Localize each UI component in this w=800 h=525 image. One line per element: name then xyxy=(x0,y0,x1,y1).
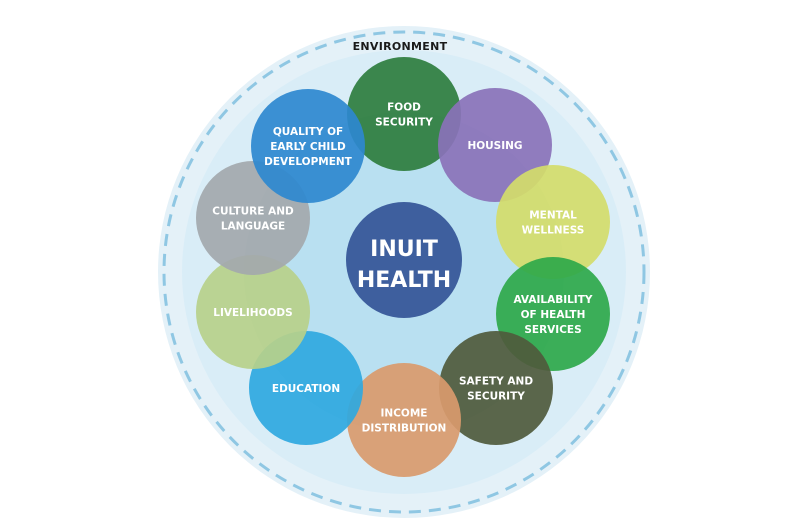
determinant-label-line: DISTRIBUTION xyxy=(362,423,447,435)
determinant-safety-and-security: SAFETY AND SECURITY xyxy=(439,331,553,445)
determinant-label-line: EDUCATION xyxy=(272,383,340,395)
determinant-label-line: INCOME xyxy=(381,408,428,420)
determinant-livelihoods: LIVELIHOODS xyxy=(196,255,310,369)
center-label-line-2: HEALTH xyxy=(357,268,451,293)
determinant-label-line: EARLY CHILD xyxy=(270,141,346,153)
determinant-circle xyxy=(347,363,461,477)
determinant-income-distribution: INCOME DISTRIBUTION xyxy=(347,363,461,477)
determinant-circles: FOOD SECURITY HOUSING MENTAL WELLNESS AVAILAB… xyxy=(196,57,610,477)
environment-dashed-border xyxy=(162,30,646,514)
determinant-mental-wellness: MENTAL WELLNESS xyxy=(496,165,610,279)
determinant-circle xyxy=(347,57,461,171)
determinant-label-line: MENTAL xyxy=(529,210,577,222)
center-circle xyxy=(346,202,462,318)
center-label-line-1: INUIT xyxy=(370,237,438,262)
determinant-label-line: LANGUAGE xyxy=(221,221,285,233)
determinant-quality-of-early-child-development: QUALITY OF EARLY CHILD DEVELOPMENT xyxy=(251,89,365,203)
environment-label: ENVIRONMENT xyxy=(353,40,448,53)
determinant-label-line: FOOD xyxy=(387,102,421,114)
determinant-label-line: DEVELOPMENT xyxy=(264,156,353,168)
determinant-circle xyxy=(496,165,610,279)
determinant-label-line: HOUSING xyxy=(467,140,522,152)
determinant-label-line: QUALITY OF xyxy=(273,126,343,138)
determinant-circle xyxy=(251,89,365,203)
determinant-circle xyxy=(439,331,553,445)
determinant-label-line: AVAILABILITY xyxy=(514,294,593,306)
center-node: INUIT HEALTH xyxy=(346,202,462,318)
determinant-label-line: LIVELIHOODS xyxy=(213,307,292,319)
determinant-circle xyxy=(196,255,310,369)
determinant-label-line: SERVICES xyxy=(524,324,581,336)
determinant-label-line: WELLNESS xyxy=(522,225,585,237)
determinant-label-line: CULTURE AND xyxy=(212,206,294,218)
determinant-label-line: SECURITY xyxy=(375,117,433,129)
determinant-food-security: FOOD SECURITY xyxy=(347,57,461,171)
determinant-label-line: SAFETY AND xyxy=(459,376,533,388)
determinant-label-line: SECURITY xyxy=(467,391,525,403)
determinant-label-line: OF HEALTH xyxy=(521,309,586,321)
